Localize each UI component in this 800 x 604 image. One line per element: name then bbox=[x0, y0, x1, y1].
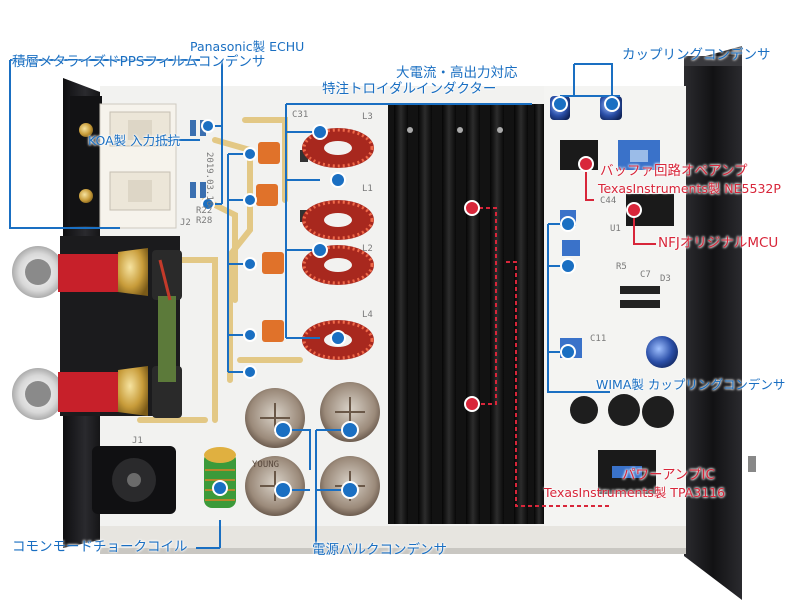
pcb-label-j2: J2 bbox=[180, 218, 191, 228]
pcb-label-l1: L1 bbox=[362, 184, 373, 194]
callout-lines-red bbox=[472, 168, 656, 507]
pcb-date: 2019.03.16 bbox=[204, 152, 214, 207]
pcb-label-d3: D3 bbox=[660, 274, 671, 284]
heatsink bbox=[388, 104, 544, 524]
common-mode-choke bbox=[204, 447, 236, 508]
pcb-label-l3: L3 bbox=[362, 112, 373, 122]
label-bulk-capacitor: 電源バルクコンデンサ bbox=[312, 542, 447, 558]
label-common-mode-choke: コモンモードチョークコイル bbox=[12, 539, 188, 555]
chassis-right-wall bbox=[684, 46, 742, 600]
label-buffer-opamp: バッファ回路オペアンプ bbox=[600, 163, 748, 179]
pcb-label-l4: L4 bbox=[362, 310, 373, 320]
red-circle-dot-icon bbox=[464, 156, 642, 412]
pcb-label-j1: J1 bbox=[132, 436, 143, 446]
label-coupling-capacitor-top: カップリングコンデンサ bbox=[622, 47, 771, 63]
label-pps-film-capacitor: 積層メタライズドPPSフィルムコンデンサ bbox=[12, 54, 266, 70]
pcb-label-c31: C31 bbox=[292, 110, 309, 120]
pcb-label-c7: C7 bbox=[640, 270, 651, 280]
pcb-label-u1: U1 bbox=[610, 224, 621, 234]
pcb-label-r28: R28 bbox=[196, 216, 213, 226]
ecHU-film-capacitors bbox=[256, 142, 284, 342]
label-koa-input-resistor: KOA製 入力抵抗 bbox=[88, 133, 181, 148]
label-nfj-mcu: NFJオリジナルMCU bbox=[658, 235, 779, 251]
label-panasonic-echu: Panasonic製 ECHU bbox=[190, 39, 305, 54]
pcb-label-r5: R5 bbox=[616, 262, 627, 272]
pcb-label-l2: L2 bbox=[362, 244, 373, 254]
label-tpa3116: TexasInstruments製 TPA3116 bbox=[544, 485, 726, 500]
label-ne5532p: TexasInstruments製 NE5532P bbox=[598, 181, 781, 196]
label-toroidal-inductor: 特注トロイダルインダクター bbox=[322, 81, 497, 97]
pcb-label-c44: C44 bbox=[600, 196, 617, 206]
bulk-capacitors bbox=[245, 382, 380, 516]
blue-circle-dot-icon bbox=[201, 96, 620, 499]
pcb-label-r22: R22 bbox=[196, 206, 213, 216]
label-power-amp-ic: パワーアンプIC bbox=[622, 467, 715, 483]
label-wima-coupling: WIMA製 カップリングコンデンサ bbox=[596, 377, 786, 392]
capacitor-brand-young: YOUNG bbox=[252, 460, 280, 470]
right-board-section bbox=[544, 86, 756, 526]
speaker-terminals bbox=[12, 236, 182, 420]
dc-power-jack bbox=[92, 446, 176, 514]
pcb-label-c11: C11 bbox=[590, 334, 607, 344]
input-jack-block bbox=[70, 96, 177, 229]
label-high-current: 大電流・高出力対応 bbox=[396, 65, 518, 81]
